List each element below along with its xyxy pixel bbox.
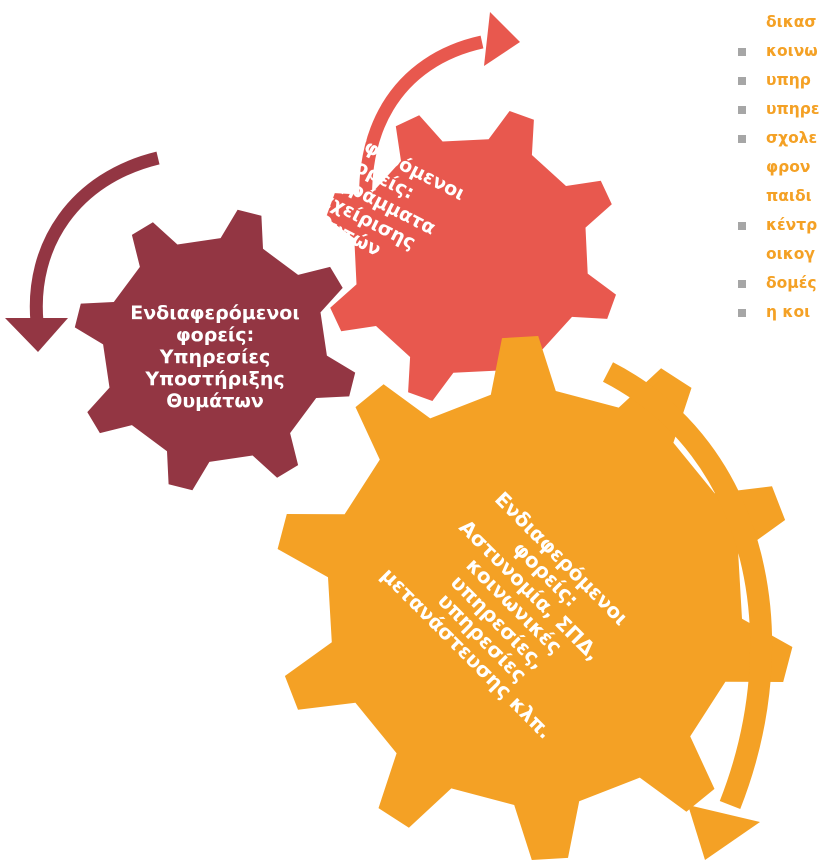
list-item: δομές <box>738 269 826 298</box>
list-item: υπηρε <box>738 95 826 124</box>
list-item: υπηρ <box>738 66 826 95</box>
list-item: παιδι <box>738 182 826 211</box>
list-item-text: δικασ <box>766 13 817 31</box>
list-item-text: η κοι <box>766 303 811 321</box>
gear-victim-support-shape <box>74 209 356 491</box>
list-item-text: υπηρε <box>766 100 820 118</box>
gear-victim-line-5: Θυμάτων <box>166 390 264 413</box>
bullet-icon <box>738 77 746 85</box>
gear-victim-support-label: Ενδιαφερόμενοι φορείς: Υπηρεσίες Υποστήρ… <box>110 302 320 412</box>
list-item: οικογ <box>738 240 826 269</box>
list-item-text: φρον <box>766 158 811 176</box>
bullet-icon <box>738 135 746 143</box>
list-item-text: κοινω <box>766 42 818 60</box>
arrow-wine-arc <box>29 151 160 323</box>
bullet-icon <box>738 309 746 317</box>
bullet-icon <box>738 106 746 114</box>
list-item: δικασ <box>738 8 826 37</box>
arrow-orange-arc <box>602 362 773 810</box>
cycle-arrow-red <box>359 12 520 244</box>
list-item: η κοι <box>738 298 826 327</box>
gear-programs-shape <box>326 111 616 401</box>
list-item-text: υπηρ <box>766 71 811 89</box>
list-item-text: σχολε <box>766 129 818 147</box>
list-item: κοινω <box>738 37 826 66</box>
cycle-arrow-wine <box>5 151 160 352</box>
list-item: φρον <box>738 153 826 182</box>
gear-victim-line-1: Ενδιαφερόμενοι <box>130 301 300 324</box>
stakeholder-list: δικασ κοινω υπηρ υπηρε σχολε φρον παιδι … <box>738 8 826 327</box>
arrow-red-head <box>484 12 520 66</box>
list-item: σχολε <box>738 124 826 153</box>
gear-victim-line-4: Υποστήριξης <box>145 368 285 391</box>
list-item-text: οικογ <box>766 245 815 263</box>
list-item-text: δομές <box>766 274 817 292</box>
arrow-orange-head <box>688 805 760 860</box>
bullet-icon <box>738 48 746 56</box>
list-item-text: κέντρ <box>766 216 818 234</box>
gear-victim-line-3: Υπηρεσίες <box>159 345 271 368</box>
arrow-red-arc <box>359 35 484 244</box>
bullet-icon <box>738 280 746 288</box>
gear-victim-line-2: φορείς: <box>175 323 255 346</box>
bullet-icon <box>738 222 746 230</box>
gear-agencies-shape <box>277 336 793 860</box>
arrow-wine-head <box>5 318 68 352</box>
cycle-arrow-orange <box>602 362 773 860</box>
list-item: κέντρ <box>738 211 826 240</box>
list-item-text: παιδι <box>766 187 812 205</box>
